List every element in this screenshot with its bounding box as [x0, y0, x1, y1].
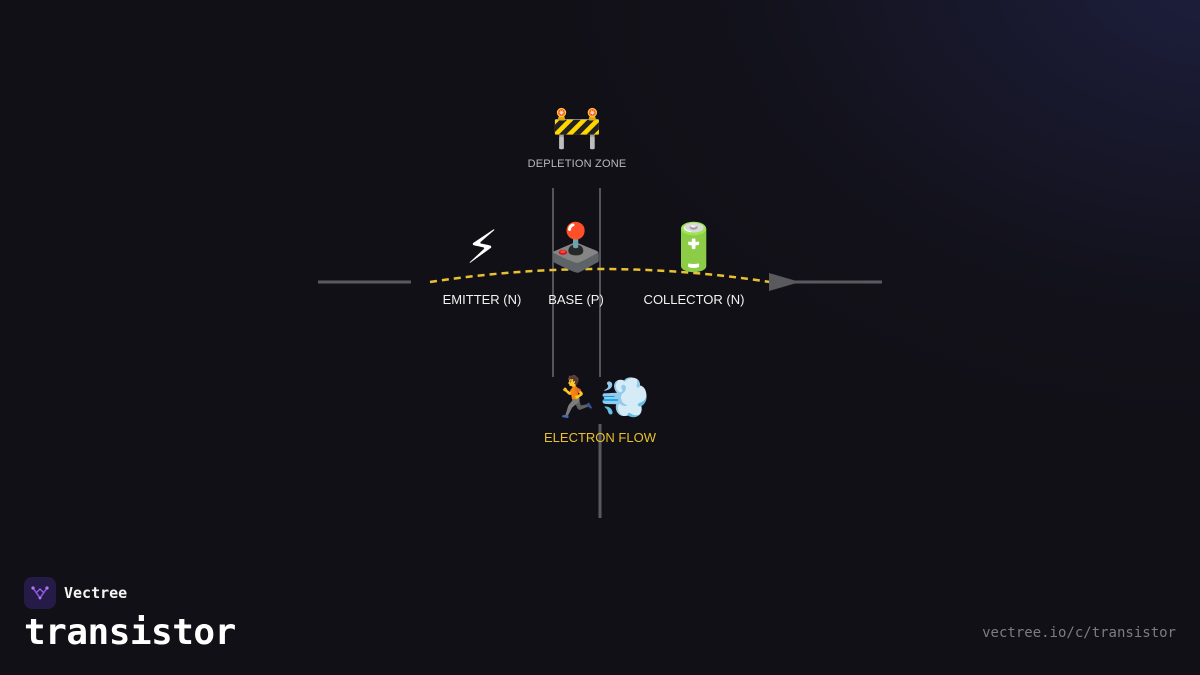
depletion-zone-label: DEPLETION ZONE	[527, 158, 627, 170]
electron-flow-node: 🏃💨 ELECTRON FLOW	[544, 378, 656, 445]
base-label: BASE (P)	[548, 292, 604, 307]
emitter-node: ⚡ EMITTER (N)	[443, 224, 522, 307]
collector-node: 🔋 COLLECTOR (N)	[644, 224, 745, 307]
flow-arrowhead	[769, 273, 800, 291]
page-url[interactable]: vectree.io/c/transistor	[982, 625, 1176, 641]
lightning-icon: ⚡	[465, 220, 499, 274]
joystick-icon: 🕹️	[547, 220, 605, 274]
base-node: 🕹️ BASE (P)	[547, 224, 604, 307]
electron-flow-path	[429, 267, 771, 284]
construction-barrier-icon: 🚧	[552, 105, 602, 151]
page-title: transistor	[24, 612, 236, 653]
electron-flow-label: ELECTRON FLOW	[544, 430, 656, 445]
vectree-logo-icon	[24, 577, 56, 609]
brand-name: Vectree	[64, 584, 128, 602]
depletion-zone-node: 🚧 DEPLETION ZONE	[528, 108, 627, 170]
brand: Vectree	[24, 577, 127, 609]
emitter-label: EMITTER (N)	[442, 292, 522, 307]
running-person-icon: 🏃💨	[550, 375, 650, 421]
battery-icon: 🔋	[665, 220, 723, 274]
collector-label: COLLECTOR (N)	[643, 292, 745, 307]
